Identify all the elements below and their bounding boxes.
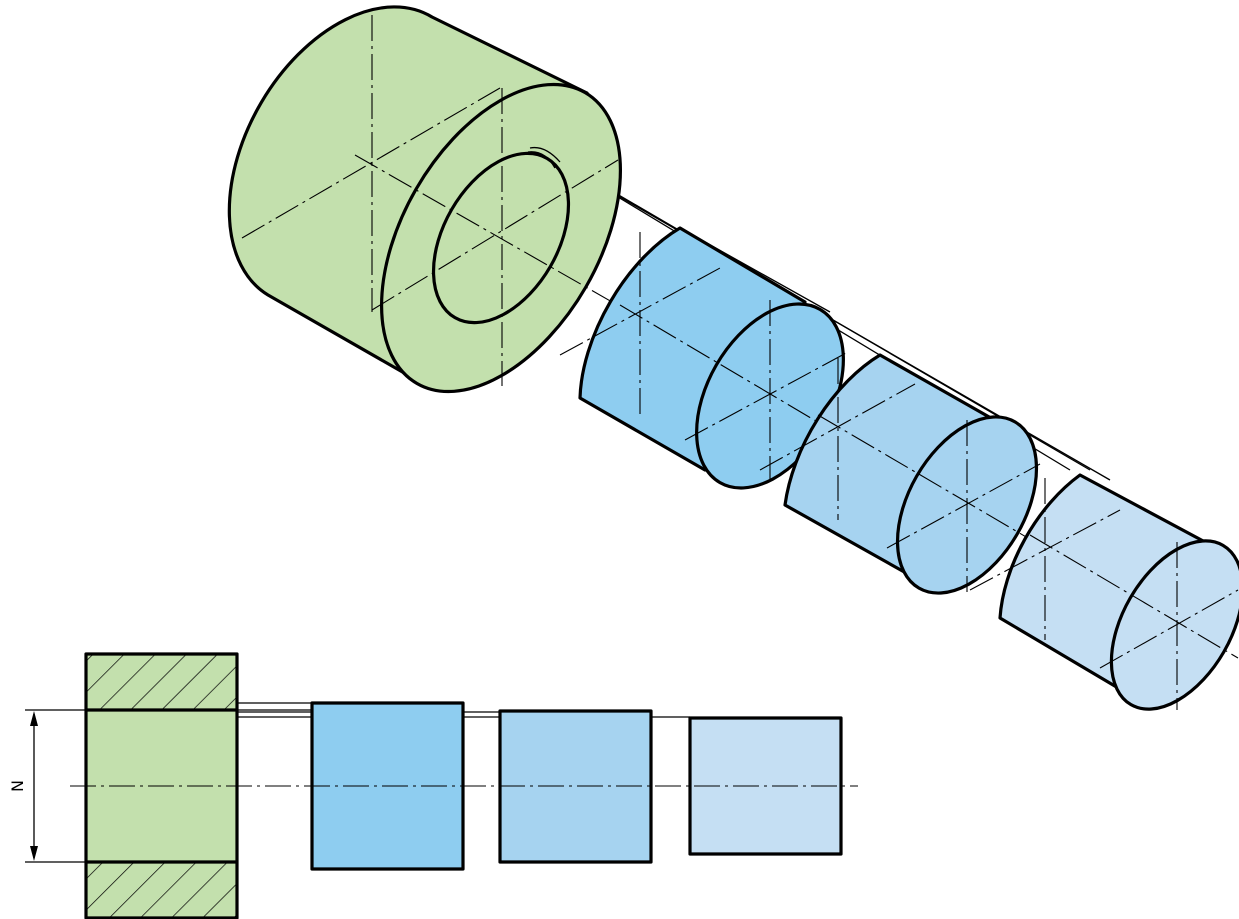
- bushing-iso: [227, 5, 641, 394]
- isometric-view: [227, 5, 1239, 711]
- bushing-hatch-top: [86, 654, 237, 710]
- dimension-n: N: [8, 711, 38, 861]
- pin-3-iso: [969, 473, 1239, 711]
- bushing-body: [227, 5, 589, 380]
- bushing-hatch-bottom: [86, 862, 237, 918]
- pin-2-iso: [759, 353, 1046, 595]
- section-view: N: [8, 652, 858, 919]
- dimension-n-label: N: [8, 780, 27, 792]
